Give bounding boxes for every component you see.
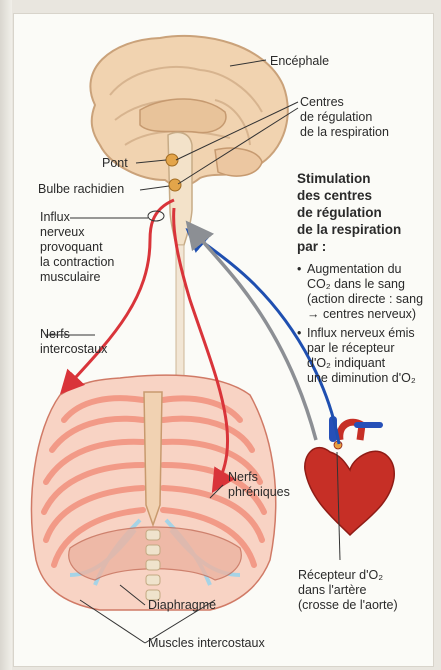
- heart: [305, 420, 394, 535]
- label-influx-nerveux: Influx nerveux provoquant la contraction…: [40, 210, 114, 285]
- stimulation-bullet: Influx nerveux émis par le récepteur d'O…: [297, 326, 437, 386]
- label-centres-regulation: Centres de régulation de la respiration: [300, 95, 389, 140]
- stimulation-heading: Stimulation des centres de régulation de…: [297, 170, 401, 255]
- stimulation-bullet: Augmentation du CO₂ dans le sang (action…: [297, 262, 437, 322]
- label-encephale: Encéphale: [270, 54, 329, 69]
- bulbe-centre: [169, 179, 181, 191]
- label-muscles-intercostaux: Muscles intercostaux: [148, 636, 265, 651]
- label-bulbe-rachidien: Bulbe rachidien: [38, 182, 124, 197]
- sternum: [144, 392, 162, 525]
- stimulation-list: Augmentation du CO₂ dans le sang (action…: [297, 262, 437, 390]
- label-recepteur-o2: Récepteur d'O₂ dans l'artère (crosse de …: [298, 568, 398, 613]
- label-nerfs-phreniques: Nerfs phréniques: [228, 470, 290, 500]
- brainstem: [166, 132, 192, 245]
- label-nerfs-intercostaux: Nerfs intercostaux: [40, 327, 107, 357]
- label-diaphragme: Diaphragme: [148, 598, 216, 613]
- label-pont: Pont: [102, 156, 128, 171]
